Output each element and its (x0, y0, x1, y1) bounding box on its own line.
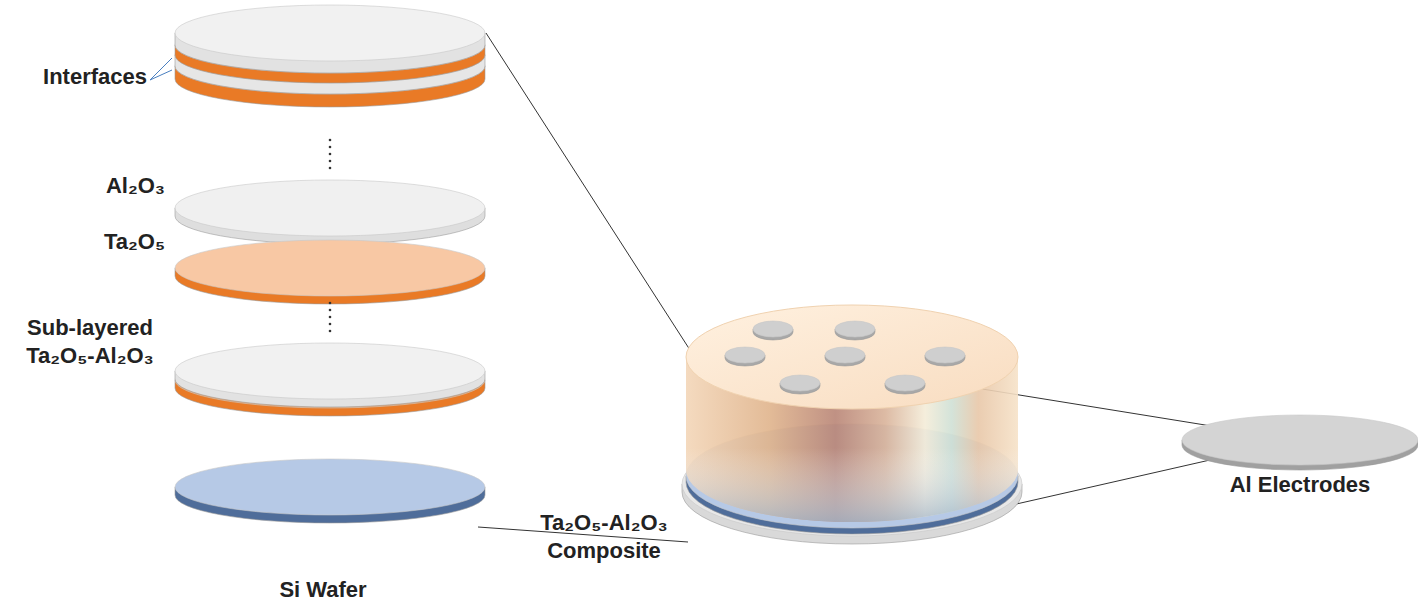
ellipsis-dot (329, 316, 332, 319)
layer-label: Ta₂O₅ (104, 228, 165, 256)
al-electrode (1182, 415, 1418, 470)
layer-label: Interfaces (43, 63, 147, 91)
composite-top (686, 305, 1018, 409)
electrode-dot (925, 347, 965, 366)
ta2o5-layer (175, 240, 485, 304)
ellipsis-dot (329, 139, 332, 142)
layer-label: Al Electrodes (1230, 471, 1371, 499)
al-electrode-top (1182, 415, 1418, 465)
label-text: Ta₂O₅-Al₂O₃ Composite (540, 510, 667, 563)
ellipsis-dot (329, 153, 332, 156)
al2o3-layer-top (175, 180, 485, 236)
layer-label: Si Wafer (279, 576, 366, 604)
electrode-dot (780, 375, 820, 394)
electrode-dot (753, 321, 793, 340)
electrode-dot (835, 321, 875, 340)
layer-label: Al₂O₃ (106, 172, 165, 200)
electrode-dot-top (780, 375, 820, 391)
ellipsis-dot (329, 330, 332, 333)
ellipsis-dot (329, 160, 332, 163)
al2o3-sublayer (175, 343, 485, 407)
electrode-dot-top (835, 321, 875, 337)
electrode-dot (885, 375, 925, 394)
electrode-dot-top (925, 347, 965, 363)
zoom-line (486, 33, 690, 350)
layer-label: Ta₂O₅-Al₂O₃ Composite (519, 509, 689, 565)
electrode-dot-top (725, 347, 765, 363)
leader-line (150, 70, 172, 80)
electrode-dot-top (753, 321, 793, 337)
ellipsis-dot (329, 167, 332, 170)
label-text: Sub-layered Ta₂O₅-Al₂O₃ (26, 315, 153, 368)
ellipsis-dot (329, 323, 332, 326)
al2o3-sublayer (175, 5, 485, 73)
electrode-dot (725, 347, 765, 366)
ellipsis-dot (329, 302, 332, 305)
ta2o5-layer-top (175, 240, 485, 296)
composite-cylinder (686, 305, 1018, 522)
al2o3-sublayer-top (175, 343, 485, 399)
ellipsis-dot (329, 146, 332, 149)
al2o3-sublayer-top (175, 5, 485, 61)
si-wafer-top (175, 459, 485, 515)
al2o3-layer (175, 180, 485, 244)
electrode-dot-top (825, 347, 865, 363)
label-text: Al Electrodes (1230, 472, 1371, 497)
label-text: Al₂O₃ (106, 173, 165, 198)
layer-label: Sub-layered Ta₂O₅-Al₂O₃ (4, 314, 176, 370)
electrode-dot (825, 347, 865, 366)
label-text: Ta₂O₅ (104, 229, 165, 254)
label-text: Interfaces (43, 64, 147, 89)
leader-line (150, 58, 172, 80)
electrode-dot-top (885, 375, 925, 391)
ellipsis-dot (329, 309, 332, 312)
si-wafer (175, 459, 485, 523)
label-text: Si Wafer (279, 577, 366, 602)
